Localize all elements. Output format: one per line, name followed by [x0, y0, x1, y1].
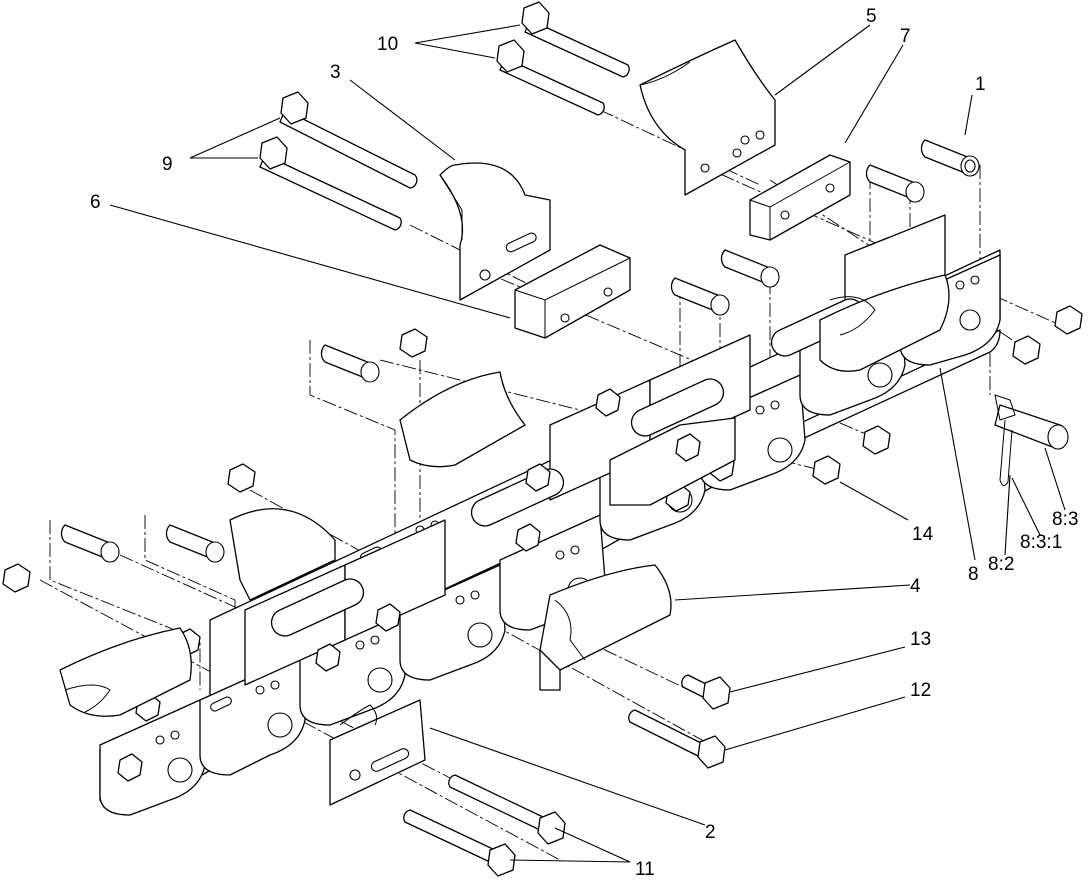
chain-assembly [59, 214, 1001, 816]
callout-5: 5 [866, 6, 877, 27]
bolt-12 [628, 709, 726, 769]
rollers [270, 298, 865, 637]
callout-9: 9 [162, 154, 173, 175]
pin-8-3 [994, 394, 1069, 450]
callout-14: 14 [912, 524, 934, 545]
bracket-2 [329, 699, 426, 806]
callout-8-2: 8:2 [988, 554, 1014, 575]
bracket-tooth-3 [439, 162, 551, 301]
callout-11: 11 [635, 859, 655, 880]
spacer-block-7 [749, 154, 851, 241]
clip-8-3-1 [999, 419, 1013, 486]
callout-7: 7 [900, 26, 911, 47]
callout-4: 4 [910, 576, 921, 597]
spacer-tube-1c [670, 249, 780, 316]
callout-10: 10 [377, 34, 398, 55]
cutter-tooth-5 [639, 39, 776, 196]
cutter-tooth-4 [539, 564, 672, 691]
callout-6: 6 [90, 192, 101, 213]
callout-3: 3 [330, 62, 341, 83]
bolts-11 [403, 774, 566, 877]
bolts-9 [259, 91, 418, 231]
callout-1: 1 [975, 74, 986, 95]
loose-nuts [2, 305, 1083, 593]
callout-2: 2 [705, 822, 716, 843]
callout-13: 13 [910, 629, 931, 650]
spacer-tube-1b [865, 164, 925, 203]
spacer-block-6 [514, 244, 631, 339]
bolts-10 [496, 1, 630, 116]
callout-8-3: 8:3 [1052, 509, 1078, 530]
callout-8-3-1: 8:3:1 [1020, 532, 1062, 553]
spacer-tube-1 [920, 139, 980, 177]
leader-lines [109, 24, 1066, 863]
callout-8: 8 [968, 564, 979, 585]
bolt-13 [681, 674, 731, 710]
callout-12: 12 [910, 680, 931, 701]
spacer-tube-left [60, 344, 380, 563]
chain-teeth [59, 274, 950, 717]
callout-labels: 1 10 5 7 3 9 6 4 13 12 2 11 14 8 8:2 8:3… [90, 6, 1078, 880]
